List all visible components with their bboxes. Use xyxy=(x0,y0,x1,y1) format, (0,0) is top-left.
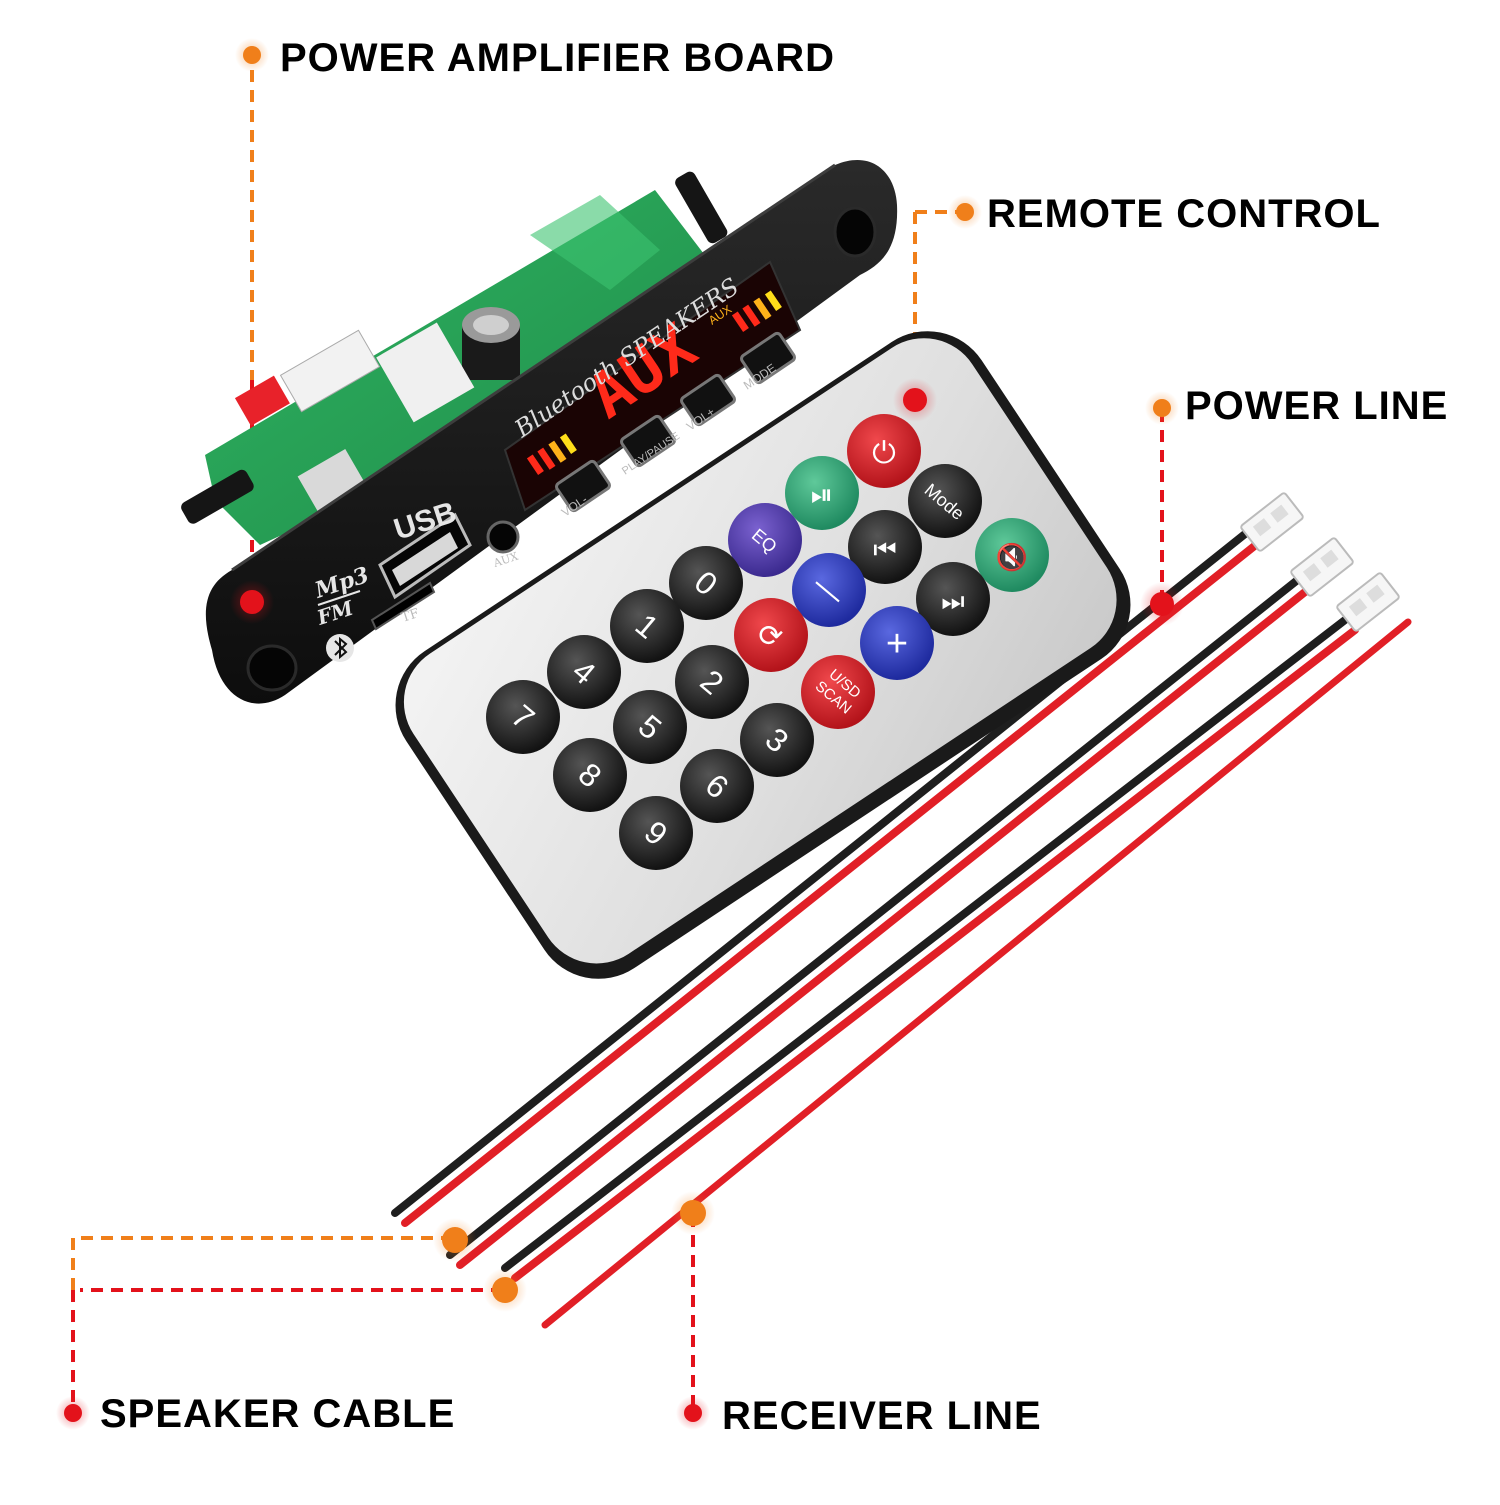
board-button-mode[interactable] xyxy=(740,331,796,385)
remote-mode-button[interactable]: Mode xyxy=(908,464,982,538)
jst-connector xyxy=(1240,492,1400,632)
remote-prev-button[interactable]: ⏮ xyxy=(848,510,922,584)
dot-speaker-cable xyxy=(56,1396,90,1430)
dot-power-line xyxy=(1145,391,1179,425)
label-power-line: POWER LINE xyxy=(1185,384,1449,428)
prev-icon: ⏮ xyxy=(873,534,896,564)
remote-minus-button[interactable]: — xyxy=(792,553,866,627)
remote-button-0[interactable]: 0 xyxy=(669,546,743,620)
dot-remote-control xyxy=(948,195,982,229)
repeat-icon: ⟳ xyxy=(758,620,783,653)
remote-button-6[interactable]: 6 xyxy=(680,749,754,823)
dot-speaker-cable-target-1 xyxy=(433,1218,477,1262)
remote-power-button[interactable]: ⏻ xyxy=(847,414,921,488)
plus-icon: + xyxy=(886,623,908,665)
remote-eq-button[interactable]: EQ xyxy=(728,503,802,577)
callout-dots xyxy=(56,38,1184,1430)
dot-receiver-target xyxy=(671,1191,715,1235)
remote-play-pause-button[interactable]: ⏯ xyxy=(785,456,859,530)
label-receiver-line: RECEIVER LINE xyxy=(722,1394,1042,1438)
aux-label: AUX xyxy=(491,550,520,570)
remote-button-3[interactable]: 3 xyxy=(740,703,814,777)
remote-plus-button[interactable]: + xyxy=(860,606,934,680)
remote-next-button[interactable]: ⏭ xyxy=(916,562,990,636)
remote-button-8[interactable]: 8 xyxy=(553,738,627,812)
remote-mute-button[interactable]: 🔇 xyxy=(975,518,1049,592)
board-button-vol-down[interactable] xyxy=(555,459,611,513)
dot-power-amplifier-board xyxy=(235,38,269,72)
remote-button-4[interactable]: 4 xyxy=(547,635,621,709)
remote-repeat-button[interactable]: ⟳ xyxy=(734,598,808,672)
capacitor-icon xyxy=(462,307,520,380)
power-icon: ⏻ xyxy=(872,437,896,470)
level-meter-right xyxy=(731,290,782,332)
play-pause-icon: ⏯ xyxy=(811,479,833,510)
tf-label: TF xyxy=(400,606,421,626)
board-button-play-pause[interactable] xyxy=(620,414,676,468)
dot-power-line-target xyxy=(1140,582,1184,626)
board-button-vol-up[interactable] xyxy=(680,373,736,427)
next-icon: ⏭ xyxy=(941,586,964,616)
label-speaker-cable: SPEAKER CABLE xyxy=(100,1392,456,1436)
remote-button-7[interactable]: 7 xyxy=(486,680,560,754)
mute-icon: 🔇 xyxy=(996,542,1028,572)
remote-button-5[interactable]: 5 xyxy=(613,690,687,764)
level-meter-left xyxy=(526,433,577,475)
usb-port[interactable] xyxy=(378,512,472,600)
remote-usd-scan-button[interactable]: U/SD SCAN xyxy=(801,655,875,729)
tf-slot[interactable] xyxy=(370,581,436,631)
dot-speaker-cable-target-2 xyxy=(483,1268,527,1312)
remote-buttons: ⏻ ⏯ Mode EQ ⏮ 🔇 0 — xyxy=(486,414,1049,870)
remote-button-2[interactable]: 2 xyxy=(675,645,749,719)
aux-jack[interactable] xyxy=(486,520,520,554)
amplifier-board: AUX AUX Bluetooth SPEAKERS VOL- PLAY/PAU… xyxy=(181,159,898,704)
label-power-amplifier-board: POWER AMPLIFIER BOARD xyxy=(280,36,836,80)
dot-board-target xyxy=(230,580,274,624)
bluetooth-icon xyxy=(326,634,354,662)
dot-receiver-line xyxy=(676,1396,710,1430)
remote-button-9[interactable]: 9 xyxy=(619,796,693,870)
remote-button-1[interactable]: 1 xyxy=(610,589,684,663)
label-remote-control: REMOTE CONTROL xyxy=(987,192,1381,236)
dot-remote-target xyxy=(893,378,937,422)
